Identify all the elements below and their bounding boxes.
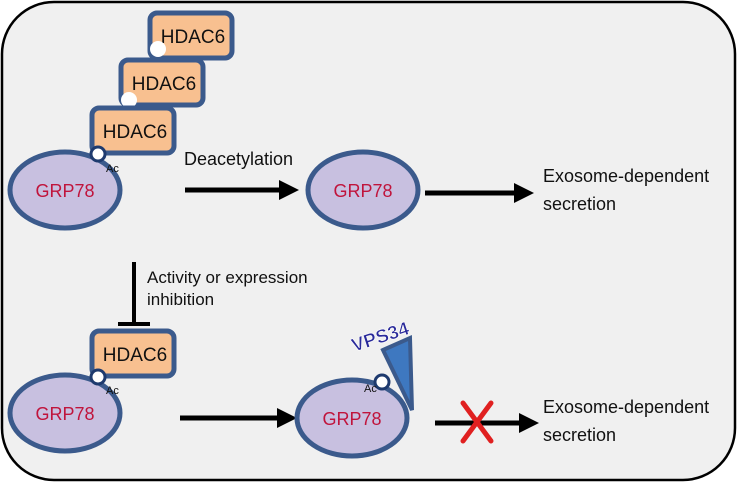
acetyl-group-dot: [373, 373, 391, 391]
grp78-ellipse: [305, 149, 421, 231]
acetyl-group-dot: [89, 145, 107, 163]
inhibition-label-line1: Activity or expression: [147, 268, 308, 287]
deacetylation-label: Deacetylation: [184, 149, 293, 169]
grp78-label: GRP78: [35, 404, 94, 424]
vps34-triangle: [380, 334, 414, 411]
acetyl-site-dot: [150, 41, 166, 57]
grp78-ellipse: [7, 149, 123, 231]
hdac6-label: HDAC6: [103, 345, 167, 366]
grp78-label: GRP78: [322, 409, 381, 429]
acetyl-label: Ac: [106, 385, 119, 397]
grp78-label: GRP78: [35, 181, 94, 201]
acetyl-label: Ac: [106, 163, 119, 175]
hdac6-stack-top: HDAC6 HDAC6 HDAC6: [89, 10, 235, 156]
secretion-label-line1: Exosome-dependent: [543, 397, 709, 417]
secretion-label-line1: Exosome-dependent: [543, 166, 709, 186]
block-x-icon: [460, 400, 494, 444]
secretion-label-line2: secretion: [543, 425, 616, 445]
hdac6-label: HDAC6: [103, 122, 167, 143]
secretion-label-line2: secretion: [543, 194, 616, 214]
acetyl-site-dot: [121, 92, 137, 108]
hdac6-box: [118, 57, 206, 108]
inhibition-label-line2: inhibition: [147, 290, 214, 309]
hdac6-label: HDAC6: [161, 27, 225, 48]
grp78-ellipse: [7, 372, 123, 454]
hdac6-label: HDAC6: [132, 74, 196, 95]
hdac6-box: [89, 105, 177, 156]
acetyl-group-dot: [89, 368, 107, 386]
grp78-label: GRP78: [333, 181, 392, 201]
hdac6-box: [89, 328, 177, 379]
grp78-ellipse: [294, 377, 410, 459]
acetyl-label: Ac: [364, 383, 377, 395]
